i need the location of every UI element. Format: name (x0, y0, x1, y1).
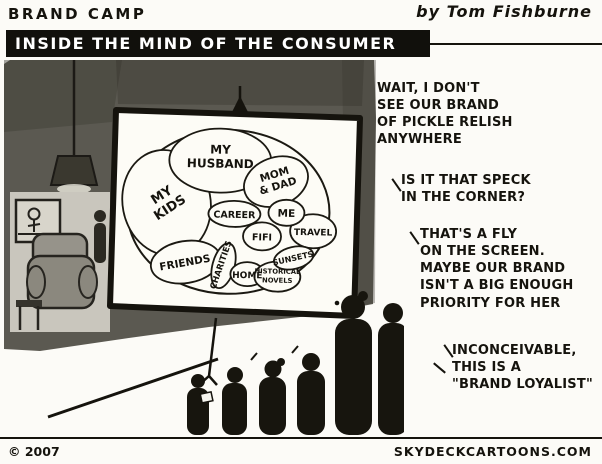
hanging-lamp (49, 60, 99, 194)
standing-figure (94, 210, 106, 263)
speech-tick (250, 352, 258, 361)
notepad (199, 390, 214, 404)
audience (187, 291, 404, 435)
region-me (267, 198, 306, 227)
screen-stand (199, 317, 218, 386)
region-label-my-husband: MY HUSBAND (187, 142, 254, 171)
speech-tick (291, 345, 299, 354)
room-shadow-left (4, 60, 122, 132)
audience-figure (297, 353, 325, 435)
region-label-fifi: FIFI (252, 232, 272, 243)
audience-figure (187, 374, 214, 435)
website: SKYDECKCARTOONS.COM (393, 444, 592, 459)
svg-text:MY: MY (210, 142, 231, 156)
svg-text:NOVELS: NOVELS (262, 276, 293, 285)
speech-dash (433, 362, 446, 374)
speech-text-4: INCONCEIVABLE, THIS IS A "BRAND LOYALIST… (452, 343, 593, 393)
speech-dash (409, 231, 420, 245)
footer: © 2007 SKYDECKCARTOONS.COM (0, 437, 602, 464)
speech-text-3: THAT'S A FLY ON THE SCREEN. MAYBE OUR BR… (420, 227, 574, 311)
region-career (207, 200, 262, 228)
region-sunsets (273, 245, 315, 271)
side-table (16, 300, 42, 330)
svg-text:HISTORICAL: HISTORICAL (254, 267, 301, 276)
armchair (26, 232, 98, 310)
author-byline: by Tom Fishburne (416, 2, 592, 21)
audience-figure (378, 303, 404, 435)
svg-text:HUSBAND: HUSBAND (187, 156, 254, 171)
audience-figure (335, 291, 372, 435)
audience-figure (259, 358, 286, 435)
series-title: BRAND CAMP (8, 5, 147, 23)
header-rule (430, 43, 602, 45)
region-label-travel: TRAVEL (294, 228, 333, 239)
region-label-historical-novels: HISTORICAL NOVELS (254, 267, 301, 285)
cartoon-title-banner: INSIDE THE MIND OF THE CONSUMER (6, 30, 430, 57)
region-label-career: CAREER (213, 210, 256, 222)
audience-figure (222, 367, 247, 435)
cartoon-artwork: MY KIDS MY HUSBAND MOM & DAD ME CAREER F… (4, 60, 404, 435)
region-label-me: ME (278, 208, 296, 220)
room-shadow-top (116, 60, 364, 106)
region-label-home: HOME (232, 271, 262, 282)
copyright: © 2007 (8, 444, 60, 459)
speech-text-2: IS IT THAT SPECK IN THE CORNER? (401, 173, 531, 206)
fly-speck (334, 300, 340, 306)
speech-text-1: WAIT, I DON'T SEE OUR BRAND OF PICKLE RE… (377, 81, 513, 148)
region-travel (289, 213, 338, 250)
region-fifi (242, 221, 282, 252)
pointer-stick (47, 357, 219, 419)
screen-mount-bracket (232, 96, 248, 112)
cartoon-title: INSIDE THE MIND OF THE CONSUMER (15, 34, 397, 53)
living-room-vignette (10, 192, 110, 332)
mind-map: MY KIDS MY HUSBAND MOM & DAD ME CAREER F… (121, 127, 338, 295)
